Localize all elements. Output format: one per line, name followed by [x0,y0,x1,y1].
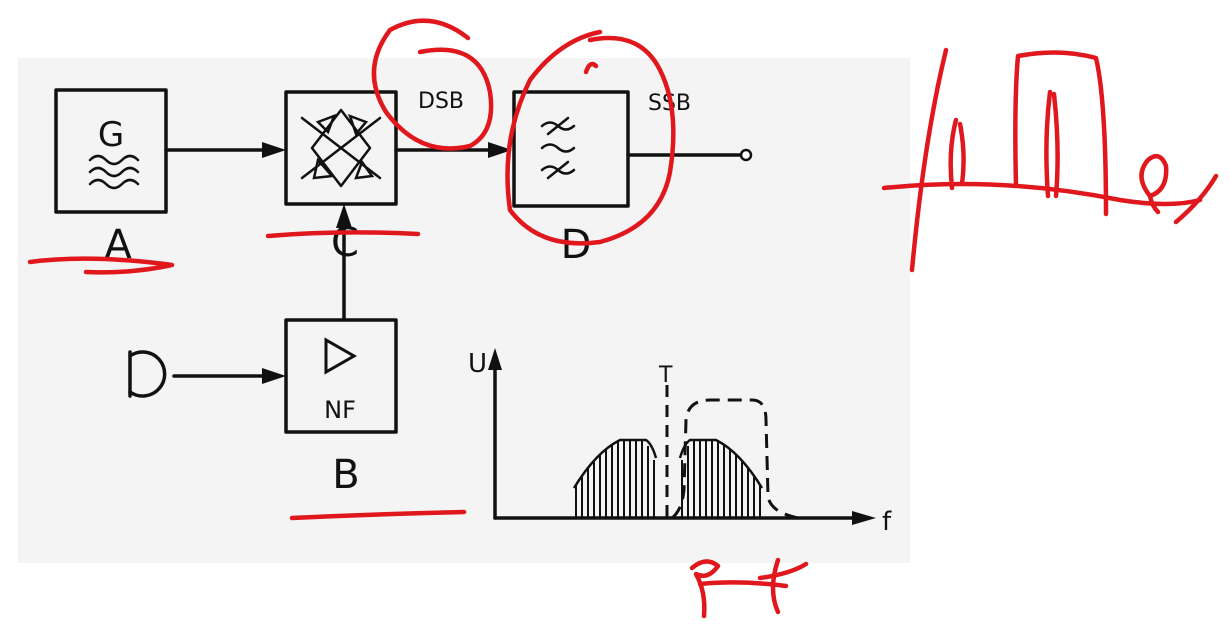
arrow-b-to-c [336,204,352,322]
dsb-label: DSB [418,89,464,114]
scan-background [18,58,910,563]
y-axis-label: U [468,349,487,379]
carrier-marker-label: T [658,363,673,388]
output-terminal [626,148,753,162]
annotation-line-c [265,230,421,239]
annotation-underline-a [27,256,175,275]
spectrum-plot: U f T [468,348,892,537]
diode-ring-icon [310,108,372,188]
filter-passband-outline [671,398,799,520]
annotation-underline-b [289,509,467,521]
microphone-icon [128,350,167,398]
annotation-sketch-axis [909,47,949,273]
handwritten-annotations [27,18,1219,619]
amplifier-label: NF [324,396,356,424]
annotation-circle-filter [505,29,676,246]
lower-sideband [575,440,655,518]
x-axis-label: f [882,507,892,537]
sine-wave-icon [88,154,140,166]
block-b-letter: B [332,452,359,498]
arrow-mic-to-b [172,368,286,384]
annotation-scribble-bottom [689,559,721,619]
amplifier-icon [324,337,358,375]
upper-sideband [681,440,761,518]
arrow-a-to-c [164,142,286,158]
block-b-amplifier: NF B [284,318,398,498]
generator-symbol-label: G [98,115,124,155]
annotation-circle-dsb [371,18,494,151]
